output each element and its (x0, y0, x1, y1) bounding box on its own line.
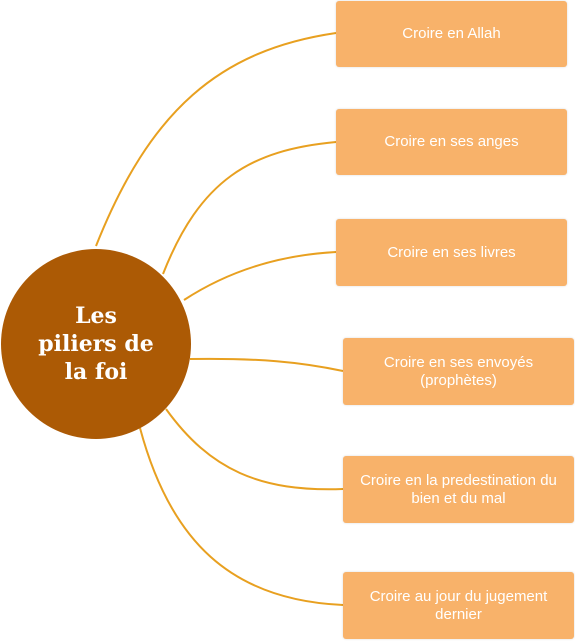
leaf-label: Croire en ses envoyés (prophètes) (383, 353, 534, 389)
leaf-node: Croire au jour du jugement dernier (343, 572, 574, 639)
center-node: Les piliers de la foi (1, 249, 191, 439)
connector-6 (139, 427, 344, 606)
connector-1 (95, 32, 337, 247)
leaf-label: Croire en Allah (402, 25, 501, 42)
leaf-node: Croire en ses livres (336, 219, 567, 286)
connector-2 (162, 141, 337, 275)
leaf-label: Croire au jour du jugement dernier (369, 587, 548, 623)
connector-3 (183, 251, 337, 301)
leaf-node: Croire en Allah (336, 1, 567, 67)
leaf-node: Croire en la predestination du bien et d… (343, 456, 574, 523)
leaf-label: Croire en la predestination du bien et d… (360, 471, 557, 507)
leaf-label: Croire en ses anges (384, 133, 519, 150)
connector-5 (165, 408, 344, 491)
leaf-node: Croire en ses envoyés (prophètes) (343, 338, 574, 405)
connector-4 (189, 357, 344, 372)
center-label: Les piliers de la foi (38, 303, 154, 385)
leaf-label: Croire en ses livres (387, 243, 516, 261)
leaf-node: Croire en ses anges (336, 109, 567, 175)
